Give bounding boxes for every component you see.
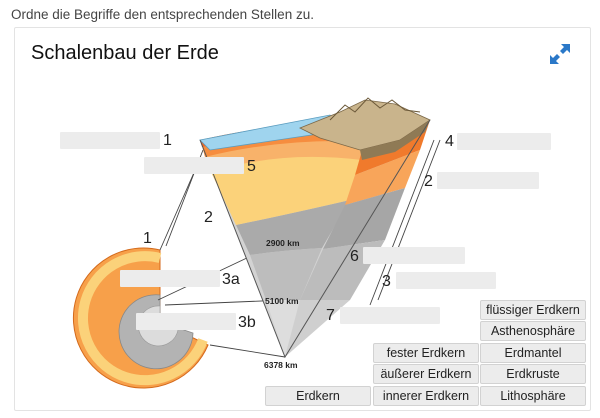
depth-label-2900: 2900 km xyxy=(266,238,300,248)
marker-2-left: 2 xyxy=(204,209,213,226)
marker-3a: 3a xyxy=(222,271,240,288)
marker-4: 4 xyxy=(445,133,454,150)
drop-zone-6[interactable] xyxy=(363,247,465,264)
drop-zone-2-right[interactable] xyxy=(437,172,539,189)
term-chip-lithosphaere[interactable]: Lithosphäre xyxy=(480,386,586,406)
exercise-title: Schalenbau der Erde xyxy=(31,42,219,64)
drop-zone-4[interactable] xyxy=(457,133,551,150)
drop-zone-3b[interactable] xyxy=(136,313,236,330)
drop-zone-7[interactable] xyxy=(340,307,440,324)
term-chip-innerer-erdkern[interactable]: innerer Erdkern xyxy=(373,386,479,406)
drop-zone-3a[interactable] xyxy=(120,270,220,287)
instruction-text: Ordne die Begriffe den entsprechenden St… xyxy=(11,7,314,22)
term-chip-erdkruste[interactable]: Erdkruste xyxy=(480,364,586,384)
depth-label-5100: 5100 km xyxy=(265,296,299,306)
expand-icon[interactable] xyxy=(548,42,572,66)
marker-5: 5 xyxy=(247,158,256,175)
marker-2-right: 2 xyxy=(424,173,433,190)
term-chip-erdkern[interactable]: Erdkern xyxy=(265,386,371,406)
drop-zone-5[interactable] xyxy=(144,157,244,174)
marker-3: 3 xyxy=(382,273,391,290)
marker-1-left: 1 xyxy=(143,230,152,247)
term-chip-aeusserer-erdkern[interactable]: äußerer Erdkern xyxy=(373,364,479,384)
term-chip-fester-erdkern[interactable]: fester Erdkern xyxy=(373,343,479,363)
marker-7: 7 xyxy=(326,307,335,324)
earth-wedge xyxy=(199,97,431,359)
term-chip-fluessiger-erdkern[interactable]: flüssiger Erdkern xyxy=(480,300,586,320)
marker-1-top: 1 xyxy=(163,132,172,149)
marker-3b: 3b xyxy=(238,314,256,331)
term-chip-asthenosphaere[interactable]: Asthenosphäre xyxy=(480,321,586,341)
term-chip-erdmantel[interactable]: Erdmantel xyxy=(480,343,586,363)
depth-label-6378: 6378 km xyxy=(264,360,298,370)
marker-6: 6 xyxy=(350,248,359,265)
drop-zone-1-top[interactable] xyxy=(60,132,160,149)
drop-zone-3[interactable] xyxy=(396,272,496,289)
